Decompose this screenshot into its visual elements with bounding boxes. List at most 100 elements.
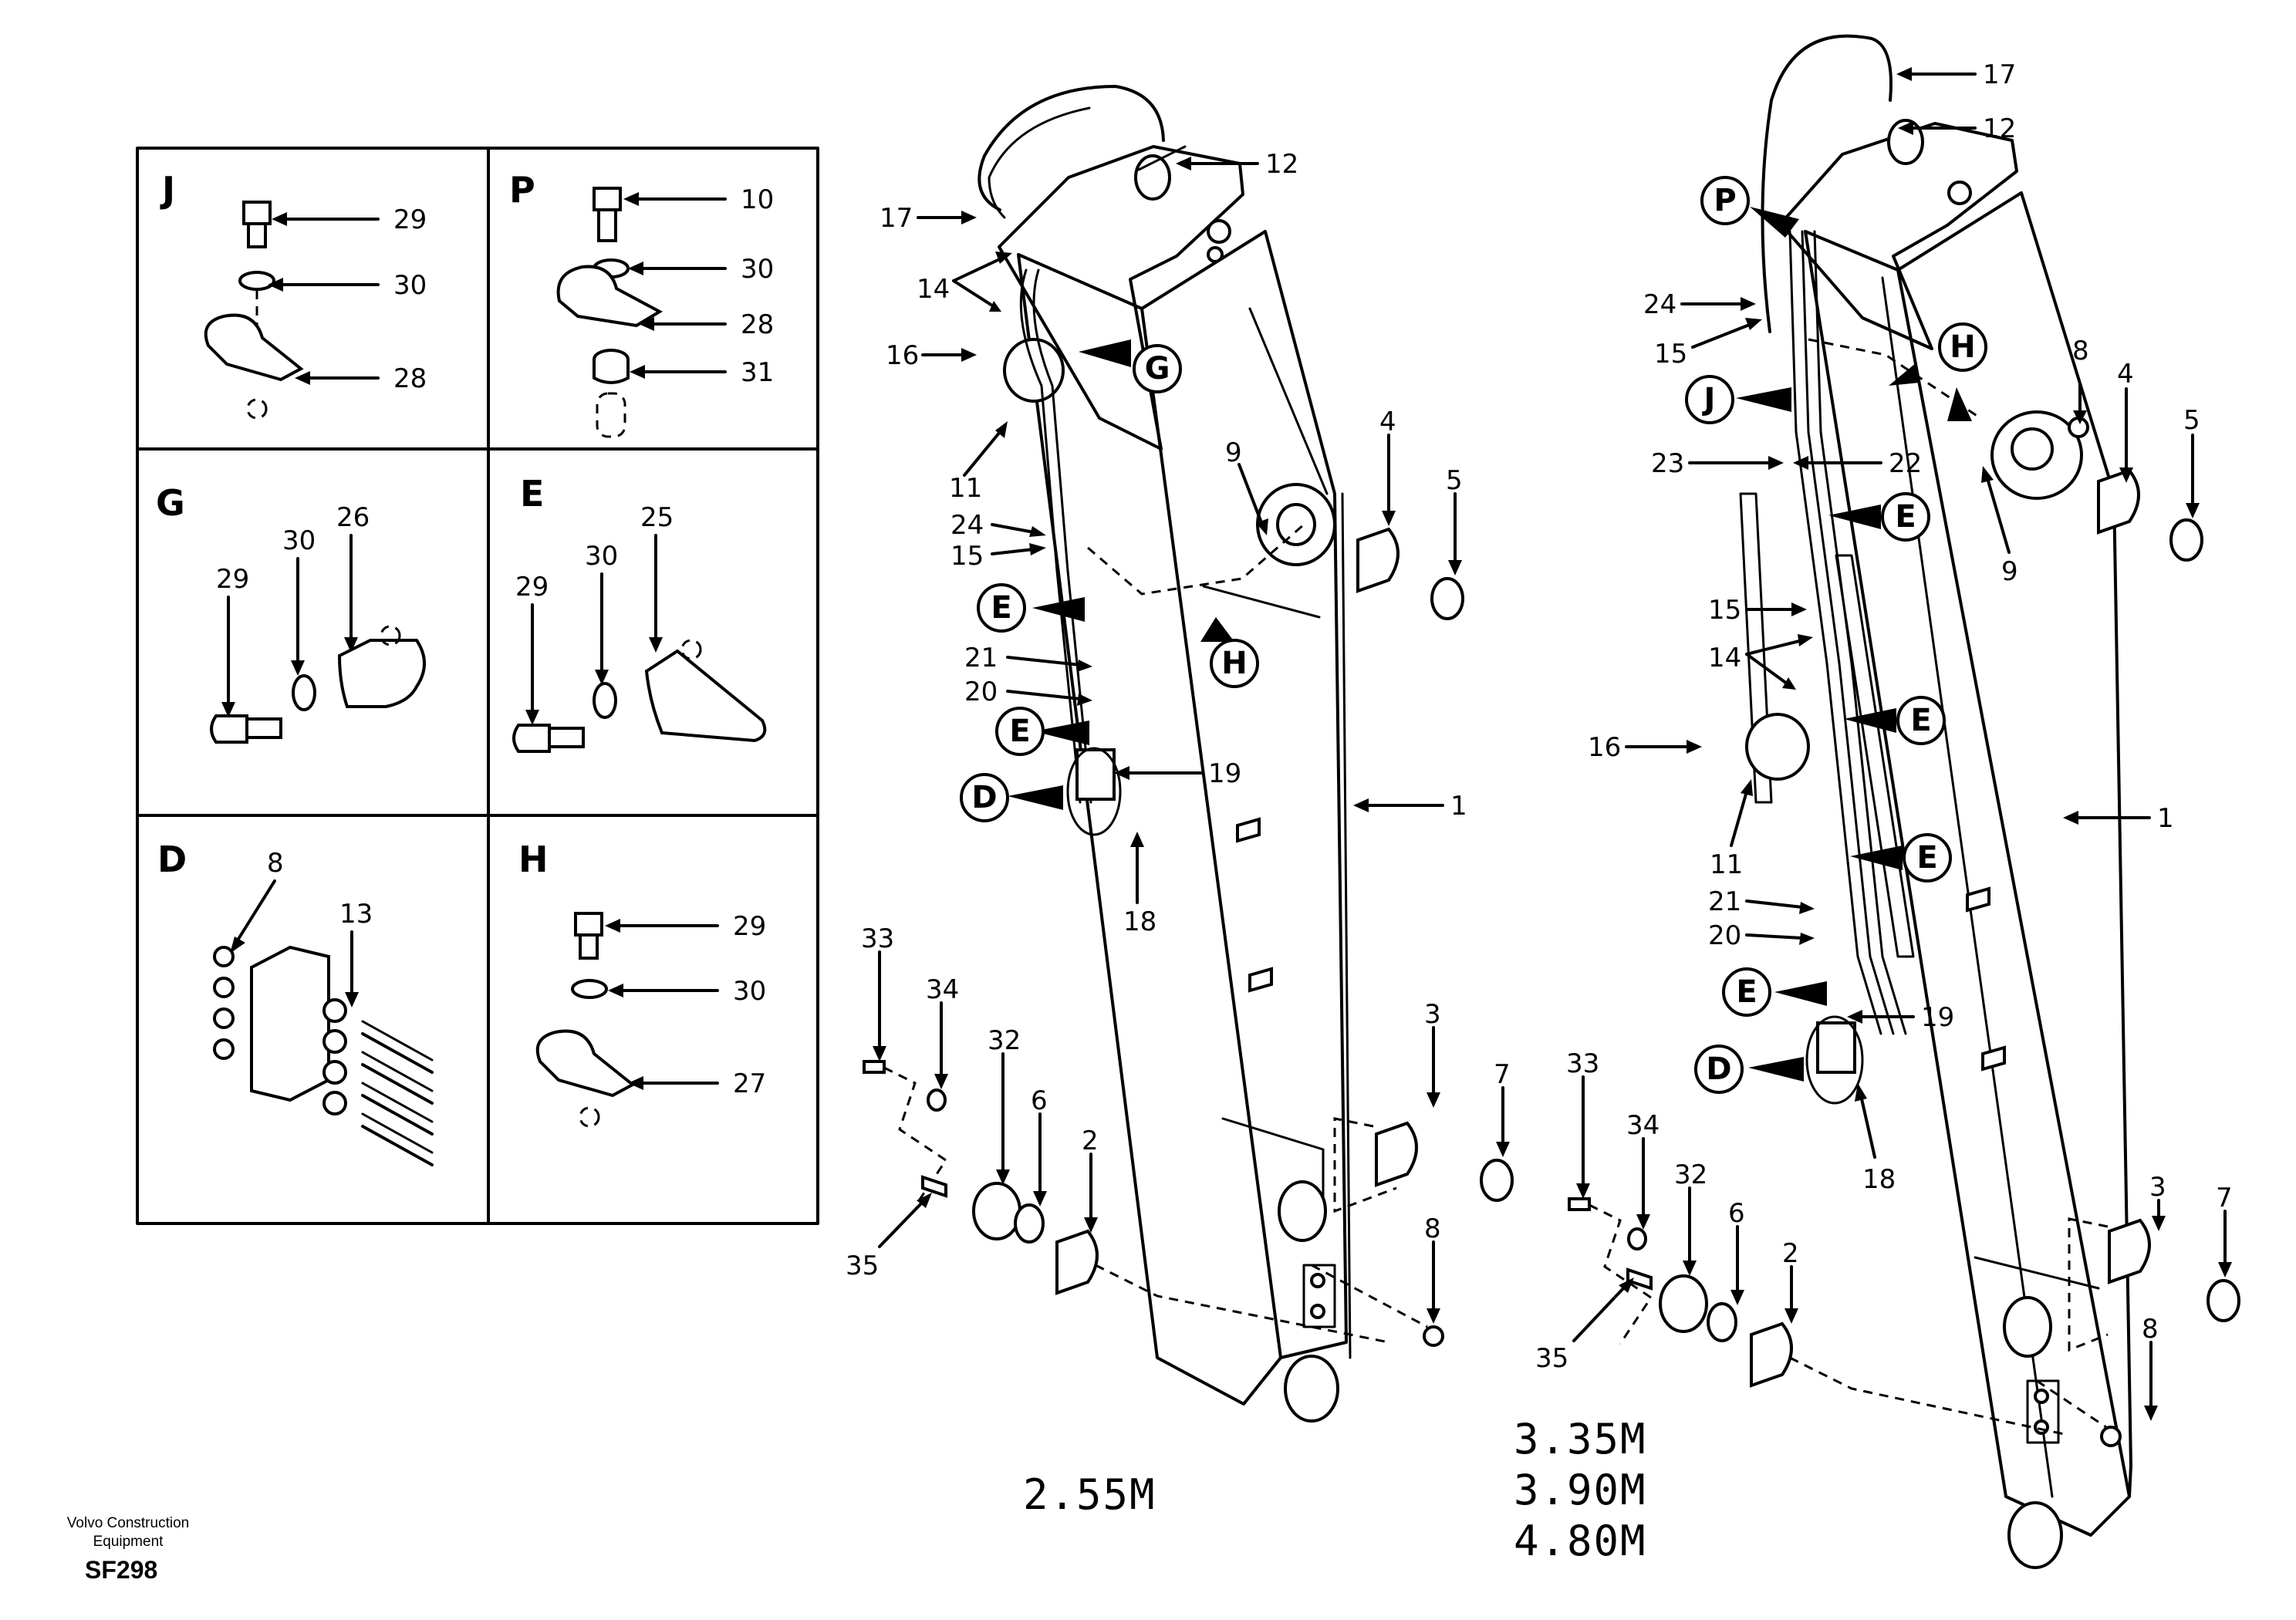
panel-p: P 10 30 28 31 [509,169,774,438]
side-pin [1745,713,1810,781]
bushing-4 [2097,468,2140,535]
bubble-e [1722,967,1771,1017]
bushing-4 [1356,527,1400,593]
callout-25: 25 [640,502,674,533]
clamp [204,313,304,382]
boom-front-face [1017,253,1282,1406]
callout-8: 8 [1424,1213,1441,1244]
callout-8: 8 [2142,1314,2159,1345]
seal-6 [1707,1302,1737,1342]
callout-9: 9 [2001,556,2018,587]
callout-6: 6 [1031,1085,1048,1116]
svg-text:E: E [991,590,1011,626]
svg-text:J: J [1702,382,1716,417]
callout-11: 11 [949,473,982,504]
bolt-head [210,714,248,744]
callout-19: 19 [1208,758,1241,789]
seal-7 [1480,1159,1514,1202]
spacer-body [593,359,630,384]
lower-bore [2003,1296,2052,1358]
callout-3: 3 [1424,999,1441,1030]
callout-7: 7 [2216,1183,2233,1213]
seal-5 [1430,577,1464,620]
svg-text:E: E [1736,974,1757,1010]
connector-block [1075,748,1116,801]
callout-34: 34 [1626,1110,1660,1141]
ring-32 [972,1182,1021,1240]
bubble-e [995,707,1045,756]
callout-29: 29 [515,572,549,602]
lower-bore [1278,1180,1327,1242]
length-label-right-1: 3.35M [1514,1415,1647,1463]
bubble-j [1685,375,1734,424]
left-boom-bubbles: G E H E D [960,344,1259,822]
side-pin [1003,338,1065,403]
callout-30: 30 [282,525,316,556]
length-label-right-3: 4.80M [1514,1517,1647,1565]
grease-nipple-8 [1423,1325,1444,1347]
callout-12: 12 [1265,149,1298,180]
callout-9: 9 [1225,437,1242,468]
svg-text:E: E [1895,499,1916,535]
left-boom-leaders [873,157,1510,1324]
washer [571,979,608,999]
callout-32: 32 [988,1025,1021,1056]
callout-5: 5 [1446,465,1463,496]
callout-15: 15 [1654,339,1687,370]
callout-12: 12 [1983,113,2016,144]
bolt-33 [1568,1197,1591,1211]
svg-text:H: H [1221,646,1247,681]
boom-front-face [1804,230,2131,1537]
callout-17: 17 [1983,59,2016,90]
right-boom-leaders [1572,67,2232,1421]
callout-33: 33 [1566,1048,1599,1079]
callout-24: 24 [1643,289,1676,320]
callout-17: 17 [880,203,913,234]
callout-32: 32 [1674,1159,1707,1190]
right-boom-assembly [1568,34,2240,1569]
washer [292,674,316,711]
brand-block: Volvo Construction Equipment SF298 [67,1515,189,1584]
callout-5: 5 [2183,405,2200,436]
connector-block [1816,1021,1856,1074]
brand-name-line2: Equipment [93,1534,164,1550]
seal-5 [2169,518,2203,562]
bubble-e [977,583,1026,633]
svg-text:G: G [1145,351,1170,386]
left-boom-assembly [863,85,1514,1423]
callout-29: 29 [733,911,766,942]
panel-d: D 8 13 [157,839,434,1166]
callout-14: 14 [917,274,950,305]
callout-28: 28 [741,309,774,340]
long-p-clip [644,649,767,743]
callout-27: 27 [733,1068,766,1099]
svg-text:E: E [1910,703,1931,738]
bottom-bore [1284,1355,1339,1423]
callout-13: 13 [339,899,373,930]
callout-10: 10 [741,184,774,215]
callout-8: 8 [267,848,284,879]
callout-23: 23 [1651,448,1684,479]
p-clip [337,639,426,708]
panel-letter-p: P [509,169,535,211]
callout-11: 11 [1710,849,1743,880]
callout-4: 4 [1379,407,1396,437]
bushing-2 [1750,1321,1793,1388]
block-manifold [250,945,330,1102]
panel-j: J 29 30 28 [160,169,427,420]
panel-grid-frame [136,147,819,1225]
clamp [556,265,663,328]
length-label-left: 2.55M [1023,1470,1156,1519]
bushing-2 [1055,1229,1099,1295]
callout-28: 28 [393,363,427,394]
bubble-h [1938,322,1987,372]
callout-1: 1 [2157,803,2174,834]
svg-text:D: D [971,780,997,815]
pin-35 [1626,1267,1653,1291]
callout-21: 21 [1708,886,1741,917]
figure-code: SF298 [85,1556,157,1584]
brand-name-line1: Volvo Construction [67,1515,189,1531]
callout-33: 33 [861,923,894,954]
callout-1: 1 [1450,791,1467,822]
bolt-shank [245,717,282,739]
